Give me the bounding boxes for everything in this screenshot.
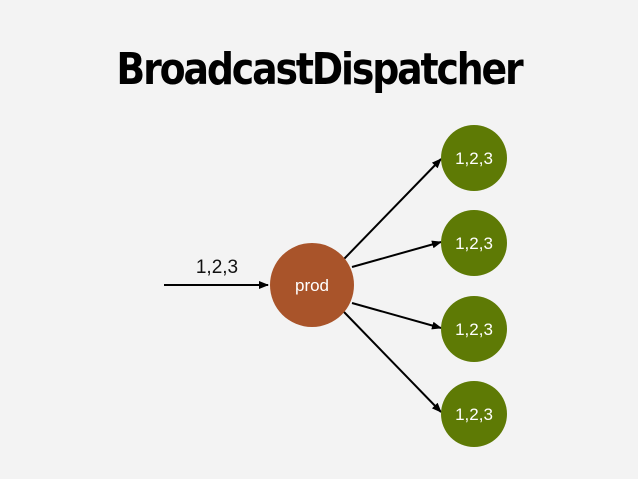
slide-title: BroadcastDispatcher bbox=[116, 44, 523, 95]
consumer-label: 1,2,3 bbox=[455, 234, 493, 253]
edge-to-consumer-2 bbox=[351, 240, 442, 268]
consumer-circle bbox=[441, 296, 507, 362]
input-label: 1,2,3 bbox=[196, 257, 238, 278]
consumer-circle bbox=[441, 125, 507, 191]
edge-to-consumer-1 bbox=[343, 158, 442, 260]
consumer-label: 1,2,3 bbox=[455, 405, 493, 424]
producer-label: prod bbox=[295, 276, 329, 295]
producer-circle bbox=[270, 243, 354, 327]
consumer-circle bbox=[441, 210, 507, 276]
edge-to-consumer-4 bbox=[343, 311, 442, 413]
consumer-node: 1,2,3 bbox=[441, 381, 507, 447]
consumer-node: 1,2,3 bbox=[441, 296, 507, 362]
consumer-label: 1,2,3 bbox=[455, 149, 493, 168]
producer-node: prod bbox=[270, 243, 354, 327]
edge-to-consumer-3 bbox=[351, 302, 442, 330]
consumer-node: 1,2,3 bbox=[441, 125, 507, 191]
consumer-node: 1,2,3 bbox=[441, 210, 507, 276]
consumer-circle bbox=[441, 381, 507, 447]
consumer-label: 1,2,3 bbox=[455, 320, 493, 339]
